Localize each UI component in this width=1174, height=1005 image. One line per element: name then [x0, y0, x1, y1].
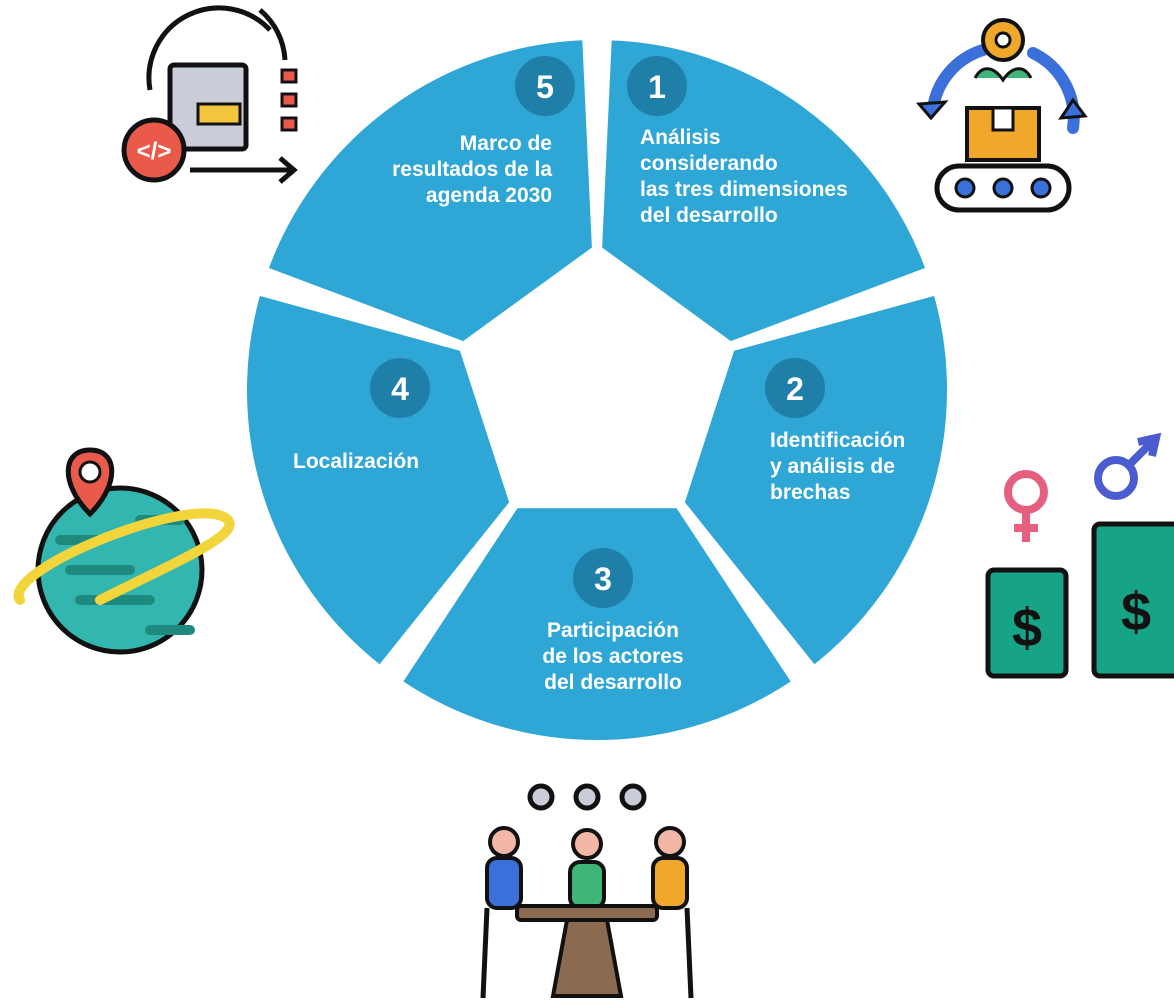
step-badge-1 [627, 56, 687, 116]
segment-5 [257, 30, 602, 352]
globe-location-icon [13, 447, 235, 655]
code-cycle-icon: </> [121, 5, 298, 184]
segment-4 [237, 284, 520, 677]
segment-label-line: agenda 2030 [426, 184, 552, 207]
svg-text:</>: </> [137, 138, 172, 165]
step-number: 2 [786, 371, 804, 407]
segment-label-line: las tres dimensiones [640, 178, 848, 201]
step-badge-5 [515, 56, 575, 116]
supply-chain-icon [915, 18, 1088, 213]
segment-label-line: brechas [770, 481, 851, 504]
segment-label-line: Identificación [770, 429, 905, 452]
gender-pay-gap-icon: $ $ [985, 432, 1174, 679]
segment-label-line: Análisis [640, 126, 721, 149]
step-badge-3 [573, 548, 633, 608]
segment-label-line: del desarrollo [544, 671, 682, 694]
segment-label-line: Marco de [460, 132, 552, 155]
segment-1 [592, 30, 937, 352]
segment-2 [674, 284, 957, 677]
step-number: 4 [391, 371, 409, 407]
step-badge-2 [765, 358, 825, 418]
segment-label-line: del desarrollo [640, 204, 778, 227]
svg-text:$: $ [1012, 598, 1042, 658]
segment-label-line: Participación [547, 619, 679, 642]
step-number: 5 [536, 69, 554, 105]
step-badge-4 [370, 358, 430, 418]
segment-label-line: resultados de la [392, 158, 552, 181]
step-number: 1 [648, 69, 666, 105]
segment-label-line: y análisis de [770, 455, 895, 478]
segment-label-line: de los actores [542, 645, 683, 668]
svg-text:$: $ [1121, 582, 1151, 642]
step-number: 3 [594, 561, 612, 597]
segment-label-line: considerando [640, 152, 778, 175]
meeting-people-icon [480, 783, 694, 999]
segment-3 [391, 498, 803, 750]
segment-label-line: Localización [293, 450, 419, 473]
segment-ring [237, 30, 957, 750]
